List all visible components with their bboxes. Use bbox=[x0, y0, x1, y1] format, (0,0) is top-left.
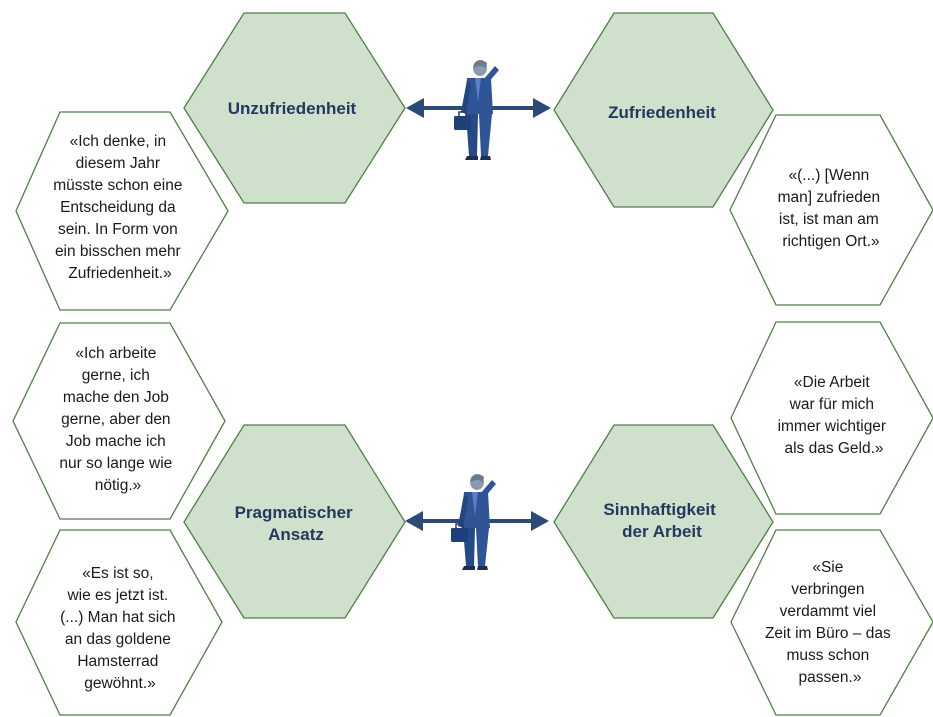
hex-pragmatischer-ansatz: Pragmatischer Ansatz bbox=[183, 424, 406, 619]
quote-text-3: «Ich arbeite gerne, ich mache den Job ge… bbox=[59, 345, 176, 494]
quote-hex-2: «(...) [Wenn man] zufrieden ist, ist man… bbox=[729, 114, 933, 306]
quote-hex-3: «Ich arbeite gerne, ich mache den Job ge… bbox=[12, 322, 226, 520]
hex-sinnhaftigkeit: Sinnhaftigkeit der Arbeit bbox=[553, 424, 774, 619]
quote-hex-4: «Die Arbeit war für mich immer wichtiger… bbox=[730, 321, 933, 515]
quote-hex-5: «Es ist so, wie es jetzt ist. (...) Man … bbox=[15, 529, 223, 716]
businessman-icon bbox=[454, 60, 499, 160]
quote-text-1: «Ich denke, in diesem Jahr müsste schon … bbox=[53, 133, 187, 282]
theme-label-unzufriedenheit: Unzufriedenheit bbox=[228, 99, 357, 118]
hex-unzufriedenheit: Unzufriedenheit bbox=[183, 12, 406, 204]
quote-text-5: «Es ist so, wie es jetzt ist. (...) Man … bbox=[60, 565, 180, 692]
quote-hex-6: «Sie verbringen verdammt viel Zeit im Bü… bbox=[730, 529, 933, 716]
theme-label-sinnhaftigkeit: Sinnhaftigkeit der Arbeit bbox=[603, 500, 720, 541]
quote-text-4: «Die Arbeit war für mich immer wichtiger… bbox=[778, 374, 891, 457]
hex-zufriedenheit: Zufriedenheit bbox=[553, 12, 774, 208]
theme-label-pragmatischer-ansatz: Pragmatischer Ansatz bbox=[235, 503, 358, 544]
businessman-icon bbox=[451, 474, 496, 570]
quote-text-6: «Sie verbringen verdammt viel Zeit im Bü… bbox=[765, 559, 895, 686]
quote-hex-1: «Ich denke, in diesem Jahr müsste schon … bbox=[15, 111, 229, 311]
quote-text-2: «(...) [Wenn man] zufrieden ist, ist man… bbox=[778, 167, 885, 250]
theme-label-zufriedenheit: Zufriedenheit bbox=[608, 103, 716, 122]
